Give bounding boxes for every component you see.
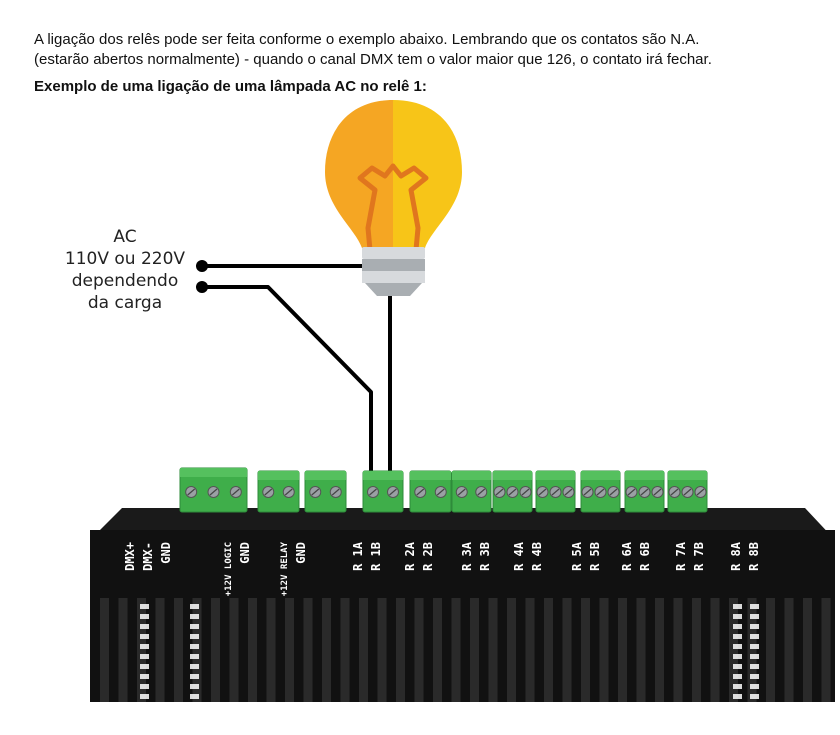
terminal-block-10 xyxy=(624,470,665,513)
ac-label-line-4: da carga xyxy=(87,293,163,313)
intro-text: A ligação dos relês pode ser feita confo… xyxy=(34,30,814,70)
wires xyxy=(202,264,392,494)
example-heading: Exemplo de uma ligação de uma lâmpada AC… xyxy=(34,78,427,95)
board-label: R 5A xyxy=(570,541,584,571)
socket-ring-2 xyxy=(362,259,425,271)
terminal-block-2 xyxy=(257,470,300,513)
board-label: GND xyxy=(238,542,252,564)
board-label: R 8B xyxy=(747,542,761,571)
terminal-block-3 xyxy=(304,470,347,513)
board-label: +12V RELAY xyxy=(280,541,290,596)
terminal-block-5 xyxy=(409,470,452,513)
board-label: R 7B xyxy=(692,542,706,571)
ac-terminal-dot-2 xyxy=(196,281,208,293)
ac-terminal-dot-1 xyxy=(196,260,208,272)
board-label: GND xyxy=(159,542,173,564)
filament-icon xyxy=(357,163,429,251)
socket-tip xyxy=(365,283,422,296)
ac-supply-label: AC 110V ou 220V dependendo da carga xyxy=(50,226,200,314)
board-label: R 6B xyxy=(638,542,652,571)
terminal-block-4 xyxy=(362,470,404,513)
ac-label-line-3: dependendo xyxy=(71,271,179,291)
ac-label-line-2: 110V ou 220V xyxy=(64,249,186,269)
terminal-block-6 xyxy=(451,470,492,513)
intro-line-1: A ligação dos relês pode ser feita confo… xyxy=(34,31,700,48)
board-label: +12V LOGIC xyxy=(224,542,234,596)
terminal-block-7 xyxy=(492,470,533,513)
board-label: GND xyxy=(294,542,308,564)
board-label: DMX- xyxy=(141,542,155,571)
terminal-labels: DMX+ DMX- GND +12V LOGIC GND +12V RELAY GND R 1… xyxy=(123,541,761,596)
terminal-block-9 xyxy=(580,470,621,513)
ventilation-slots xyxy=(100,598,831,702)
board-label: R 2B xyxy=(421,542,435,571)
relay-board: DMX+ DMX- GND +12V LOGIC GND +12V RELAY GND R 1… xyxy=(90,508,835,702)
wire-ac-to-relay-1a xyxy=(202,285,373,494)
terminal-block-11 xyxy=(667,470,708,513)
board-label: R 8A xyxy=(729,541,743,571)
intro-line-2: (estarão abertos normalmente) - quando o… xyxy=(34,51,712,68)
socket-ring-1 xyxy=(362,247,425,259)
board-label: R 6A xyxy=(620,541,634,571)
board-label: R 4A xyxy=(512,541,526,571)
board-label: DMX+ xyxy=(123,542,137,571)
ac-label-line-1: AC xyxy=(113,227,137,247)
terminal-block-8 xyxy=(535,470,576,513)
socket-ring-3 xyxy=(362,271,425,283)
board-label: R 4B xyxy=(530,542,544,571)
board-label: R 1A xyxy=(351,541,365,571)
board-label: R 3B xyxy=(478,542,492,571)
terminal-block-1 xyxy=(179,467,248,513)
board-label: R 7A xyxy=(674,541,688,571)
board-label: R 3A xyxy=(460,541,474,571)
board-label: R 2A xyxy=(403,541,417,571)
terminal-blocks xyxy=(179,467,708,513)
board-label: R 5B xyxy=(588,542,602,571)
board-label: R 1B xyxy=(369,542,383,571)
